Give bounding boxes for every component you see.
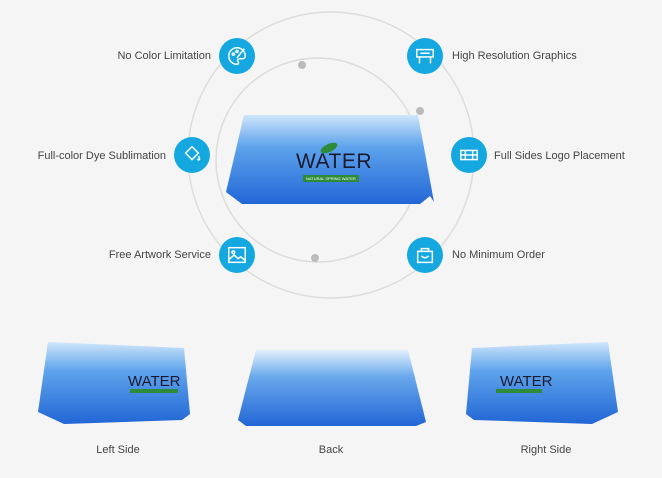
feature-no-color-limitation: No Color Limitation xyxy=(117,50,211,62)
caption-left-side: Left Side xyxy=(96,444,140,456)
shopping-bag-icon xyxy=(407,237,443,273)
right-side-tablecloth-image: WATER xyxy=(466,342,618,424)
palette-icon xyxy=(219,38,255,74)
back-tablecloth-image xyxy=(238,350,426,426)
feature-no-minimum-order: No Minimum Order xyxy=(452,249,545,261)
feature-free-artwork: Free Artwork Service xyxy=(108,249,211,261)
orbit-dot xyxy=(416,107,424,115)
tablecloth-icon xyxy=(451,137,487,173)
feature-dye-sublimation: Full-color Dye Sublimation xyxy=(37,150,166,162)
logo-brand: WATER xyxy=(296,150,372,173)
paint-bucket-icon xyxy=(174,137,210,173)
feature-high-resolution: High Resolution Graphics xyxy=(452,50,577,62)
left-side-tablecloth-image: WATER xyxy=(38,342,190,424)
printer-icon xyxy=(407,38,443,74)
orbit-dot xyxy=(311,254,319,262)
svg-text:WATER: WATER xyxy=(128,373,181,390)
feature-full-sides-logo: Full Sides Logo Placement xyxy=(494,150,625,162)
caption-right-side: Right Side xyxy=(520,444,572,456)
svg-text:WATER: WATER xyxy=(500,373,553,390)
orbit-dot xyxy=(298,61,306,69)
main-tablecloth-image xyxy=(226,115,434,204)
image-icon xyxy=(219,237,255,273)
logo-tagline: NATURAL SPRING WATER xyxy=(303,175,359,182)
caption-back: Back xyxy=(318,444,344,456)
